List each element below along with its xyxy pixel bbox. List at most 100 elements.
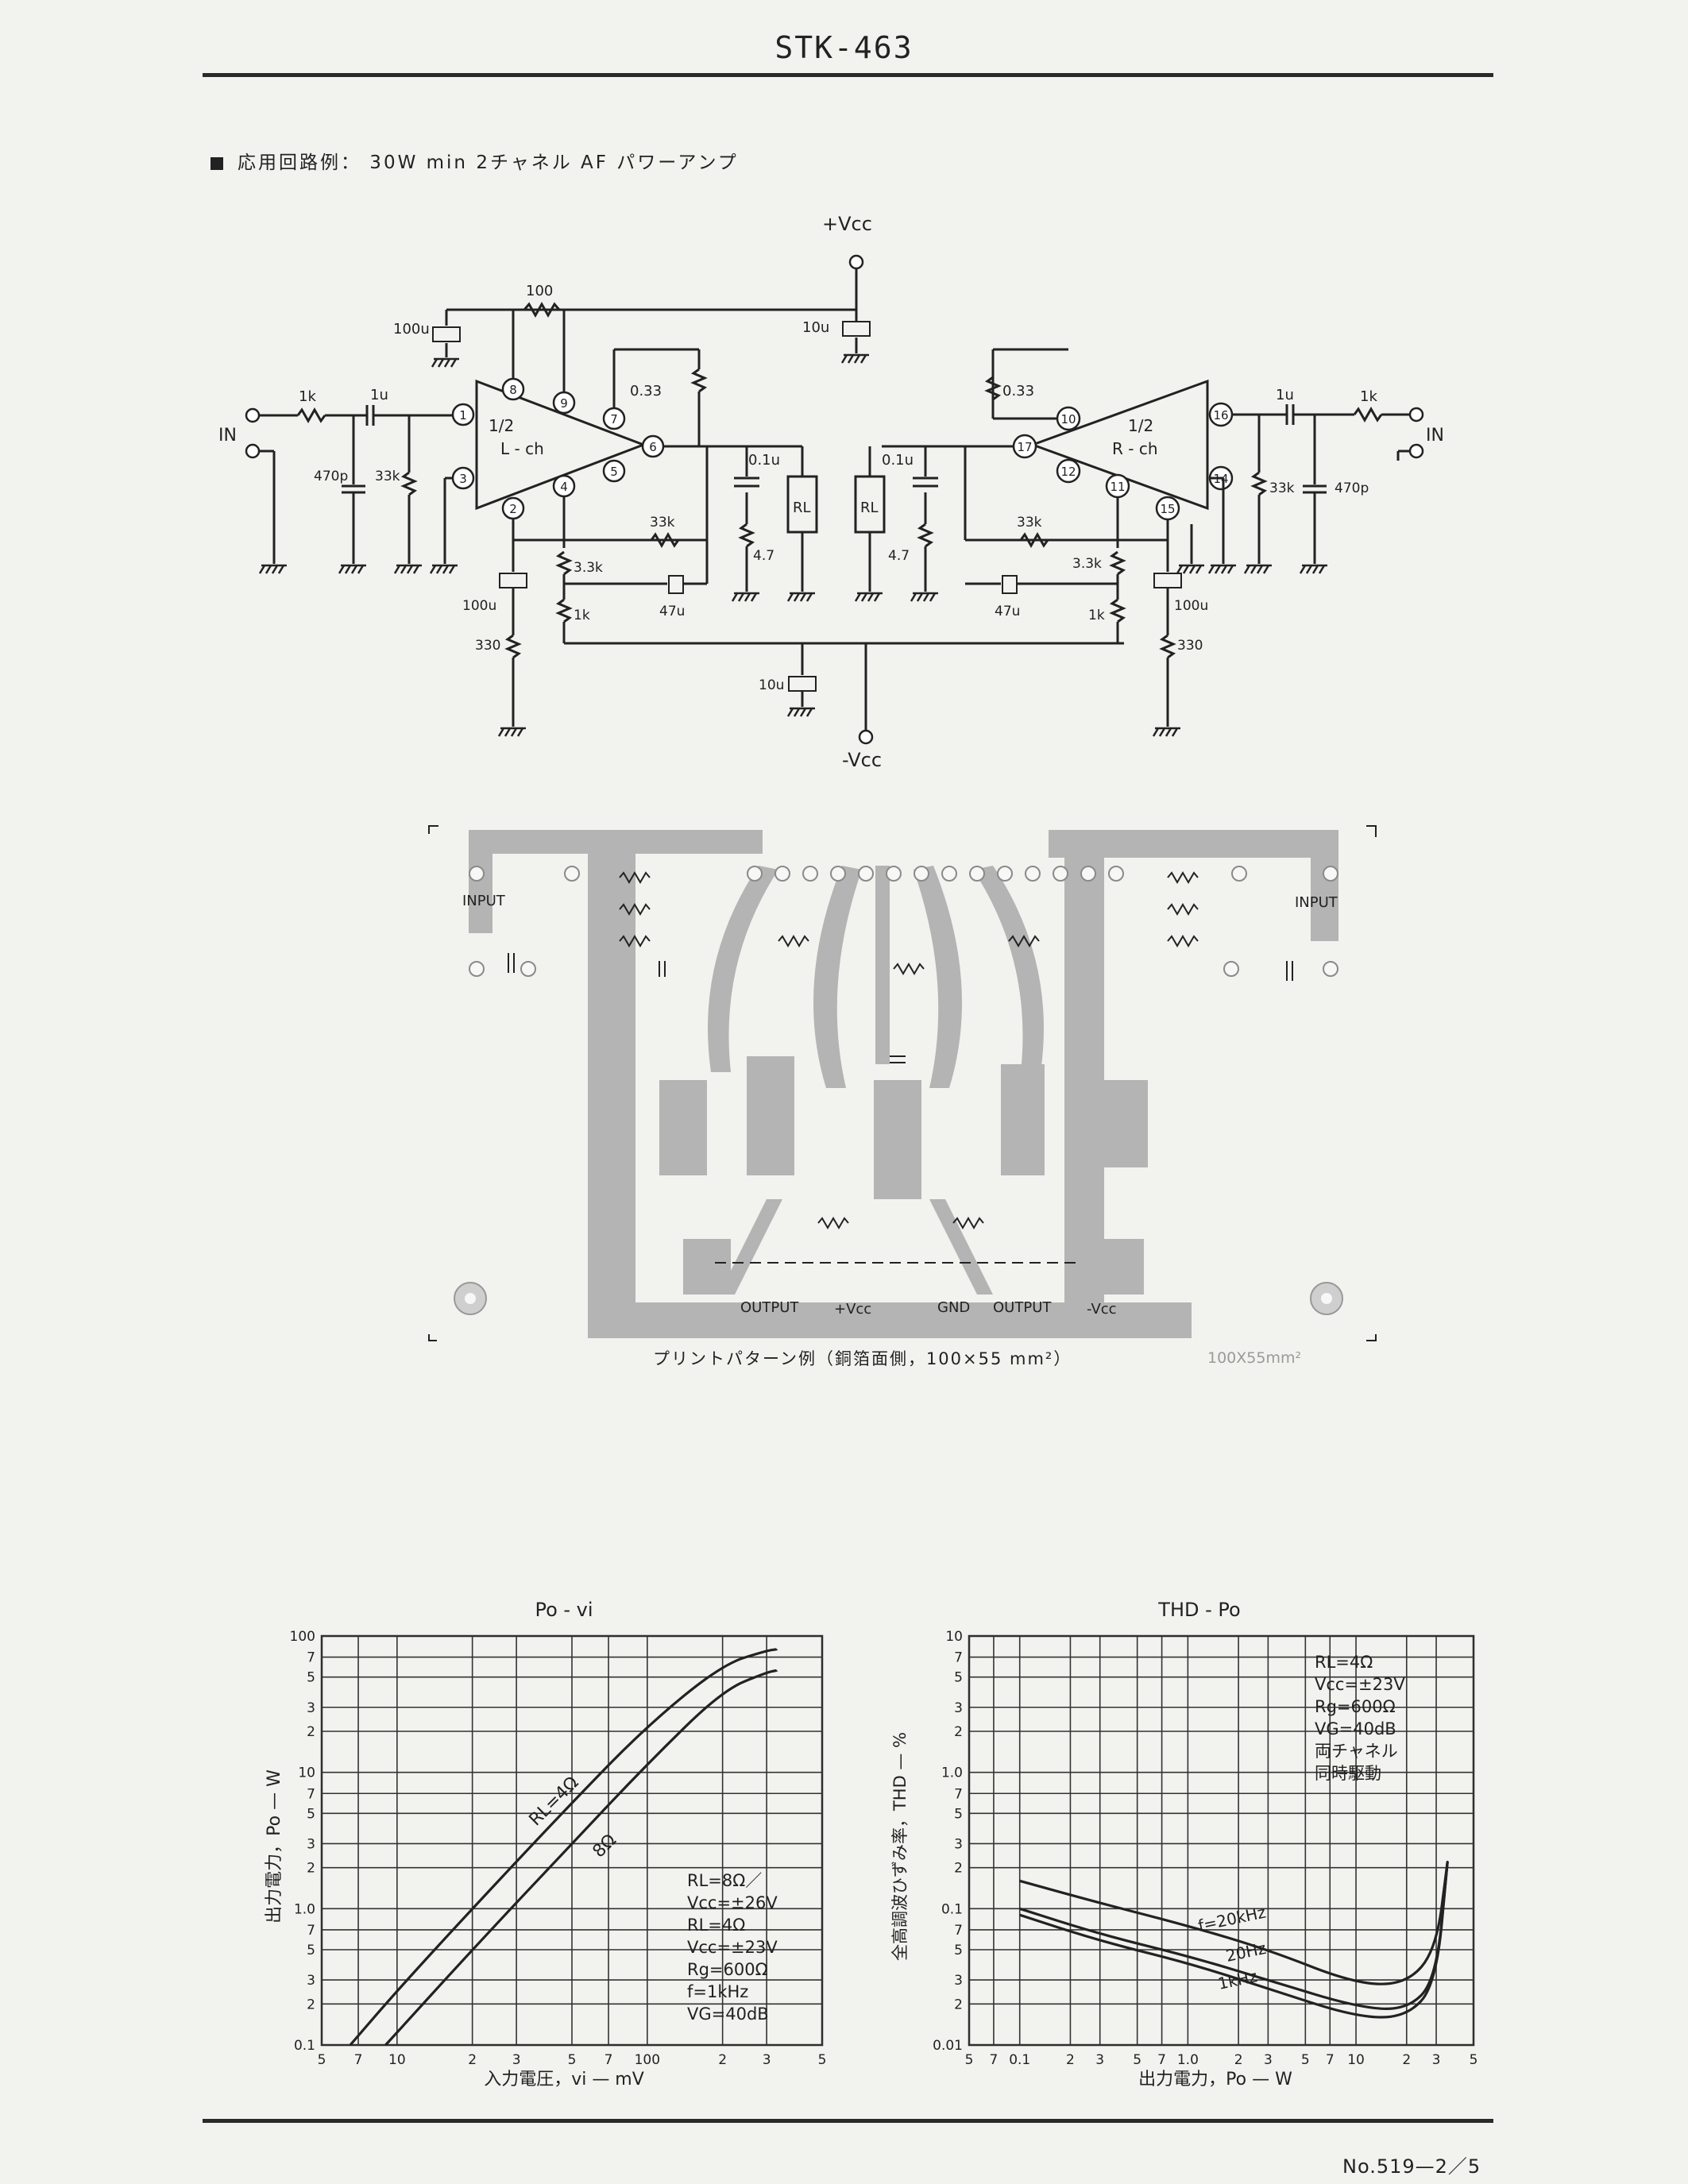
- c1-ytick: 100: [290, 1629, 315, 1645]
- right-amp-channel: R - ch: [1112, 439, 1158, 458]
- c2-ytick: 3: [954, 1973, 963, 1989]
- c1-ytick: 7: [307, 1923, 315, 1939]
- c2-ytick: 2: [954, 1861, 963, 1877]
- pin-15: 15: [1160, 502, 1175, 516]
- label-c10u-bottom: 10u: [759, 677, 784, 693]
- c2-ytick: 1.0: [941, 1765, 963, 1781]
- label-c100u-top: 100u: [393, 321, 430, 338]
- label-r33k-right: 33k: [1269, 480, 1295, 496]
- c2-xtick: 2: [1066, 2052, 1075, 2068]
- pcb-output-right-label: OUTPUT: [993, 1299, 1052, 1316]
- pin-1: 1: [459, 408, 467, 423]
- c1-ytick: 3: [307, 1973, 315, 1989]
- pin-2: 2: [509, 502, 517, 516]
- vcc-neg-label: -Vcc: [842, 749, 882, 771]
- label-c47u-left: 47u: [659, 604, 685, 619]
- pcb-vcc-pos-label: +Vcc: [834, 1301, 871, 1318]
- c2-condition: VG=40dB: [1315, 1719, 1396, 1738]
- pcb-pad-row: [469, 866, 1338, 977]
- resistor-1k-right-bias: [1109, 598, 1126, 623]
- pcb-vcc-neg-label: -Vcc: [1087, 1301, 1117, 1318]
- pin-12: 12: [1060, 465, 1076, 479]
- label-c470p-right: 470p: [1335, 480, 1369, 496]
- label-c100u-bottom-left: 100u: [462, 598, 496, 614]
- c2-condition: Rg=600Ω: [1315, 1697, 1396, 1716]
- label-r3p3k-right: 3.3k: [1072, 556, 1102, 572]
- label-r47-right: 4.7: [888, 548, 910, 564]
- c2-series-line-0: [1019, 1862, 1449, 1985]
- c1-series-line-1: [384, 1669, 778, 2047]
- c2-ytick: 5: [954, 1943, 963, 1958]
- c2-condition: 両チャネル: [1315, 1742, 1398, 1761]
- label-c01u-left: 0.1u: [748, 452, 780, 469]
- resistor-330-right: [1159, 634, 1176, 659]
- label-c1u-right: 1u: [1276, 387, 1294, 403]
- left-in-label: IN: [218, 426, 237, 446]
- c1-xtick: 3: [763, 2052, 771, 2068]
- pin-7: 7: [610, 412, 618, 426]
- c2-xtick: 7: [1157, 2052, 1166, 2068]
- c1-ytick: 2: [307, 1724, 315, 1740]
- pin-11: 11: [1110, 480, 1125, 494]
- c1-xtick: 2: [468, 2052, 477, 2068]
- right-input-terminal: [1408, 407, 1424, 423]
- print-pattern-figure: INPUT INPUT OUTPUT +Vcc GND OUTPUT -Vcc …: [428, 825, 1377, 1368]
- page-number: No.519—2／5: [1342, 2155, 1481, 2178]
- resistor-33k-right: [1250, 471, 1268, 496]
- resistor-0p33-left: [690, 368, 708, 393]
- c2-xtick: 7: [1326, 2052, 1335, 2068]
- top-rule: [203, 73, 1493, 77]
- label-c47u-right: 47u: [995, 604, 1020, 619]
- pcb-copper-pattern: [469, 830, 1338, 1338]
- pcb-input-left-label: INPUT: [462, 893, 506, 909]
- c2-series-line-2: [1019, 1862, 1449, 2019]
- c1-condition: Rg=600Ω: [687, 1960, 768, 1979]
- c1-xtick: 10: [388, 2052, 406, 2068]
- bottom-rule: [203, 2119, 1493, 2123]
- c2-xtick: 1.0: [1177, 2052, 1199, 2068]
- c2-ytick: 3: [954, 1700, 963, 1716]
- capacitor-100u-top: [432, 326, 461, 342]
- c2-ytick: 2: [954, 1724, 963, 1740]
- pin-16: 16: [1213, 408, 1228, 423]
- label-r330-right: 330: [1177, 638, 1203, 654]
- c1-ytick: 2: [307, 1997, 315, 2012]
- label-c033-right: 0.33: [1002, 383, 1034, 399]
- resistor-100: [523, 301, 561, 318]
- right-amp-half: 1/2: [1128, 416, 1153, 435]
- c1-xtick: 5: [568, 2052, 577, 2068]
- c2-ytick: 2: [954, 1997, 963, 2012]
- resistor-3p3k-right: [1109, 550, 1126, 576]
- pin-4: 4: [560, 480, 568, 494]
- c1-xtick: 5: [818, 2052, 827, 2068]
- c2-condition: 同時駆動: [1315, 1764, 1381, 1783]
- c2-xtick: 0.1: [1009, 2052, 1030, 2068]
- pcb-gnd-label: GND: [937, 1299, 970, 1316]
- c2-xtick: 5: [1133, 2052, 1141, 2068]
- pcb-components: [508, 871, 1293, 1264]
- c1-ytick: 2: [307, 1861, 315, 1877]
- chart1-label-8ohm: 8Ω: [589, 1831, 620, 1862]
- c2-ytick: 0.01: [933, 2038, 963, 2054]
- c1-xtick: 7: [605, 2052, 613, 2068]
- c2-condition: Vcc=±23V: [1315, 1675, 1405, 1694]
- resistor-330-left: [504, 634, 522, 659]
- chart2-label-1khz: 1kHz: [1216, 1966, 1259, 1993]
- resistor-33k-feedback-left: [650, 531, 680, 549]
- c1-ytick: 3: [307, 1836, 315, 1852]
- label-r100: 100: [526, 283, 553, 299]
- section-heading: 応用回路例： 30W min 2チャネル AF パワーアンプ: [211, 147, 739, 174]
- c2-xtick: 7: [990, 2052, 999, 2068]
- left-amp-channel: L - ch: [500, 439, 544, 458]
- c1-condition: VG=40dB: [687, 2005, 769, 2024]
- c2-ytick: 7: [954, 1650, 963, 1666]
- c1-ytick: 1.0: [294, 1901, 315, 1917]
- pin-3: 3: [459, 472, 467, 486]
- c2-ytick: 5: [954, 1670, 963, 1686]
- c1-xtick: 3: [512, 2052, 521, 2068]
